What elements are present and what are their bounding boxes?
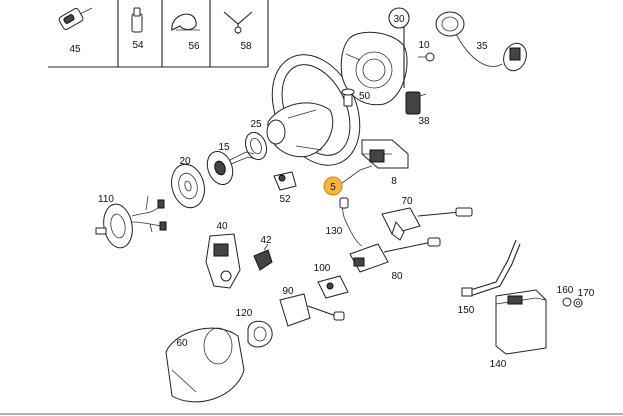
steering-wheel (266, 54, 361, 166)
callout-130: 130 (326, 226, 343, 237)
part-58-label: 58 (240, 41, 252, 52)
sensor-42 (253, 243, 273, 271)
gear-20 (171, 163, 205, 209)
clock-spring-base-110 (95, 195, 167, 249)
column-cover-60 (165, 327, 245, 403)
switch-90 (279, 293, 345, 327)
switch-52 (273, 171, 297, 191)
callout-120: 120 (236, 308, 253, 319)
callout-35: 35 (476, 41, 488, 52)
callout-42: 42 (260, 235, 272, 246)
callout-52: 52 (279, 194, 291, 205)
callout-170: 170 (578, 288, 595, 299)
callout-8: 8 (391, 176, 397, 187)
callout-140: 140 (490, 359, 507, 370)
part-54-sleeve-icon (131, 7, 143, 33)
connector-130 (339, 197, 363, 247)
clock-spring-35 (435, 11, 527, 72)
callout-5-highlight (323, 176, 343, 196)
callout-60: 60 (176, 338, 188, 349)
part-58-bracket-icon (223, 11, 253, 34)
callout-70: 70 (401, 196, 413, 207)
part-45-plug-icon (58, 7, 93, 30)
control-module-140 (495, 289, 547, 355)
ring-120 (247, 320, 273, 348)
callout-40: 40 (216, 221, 228, 232)
airbag-module (340, 31, 408, 106)
callout-90: 90 (282, 286, 294, 297)
callout-100: 100 (314, 263, 331, 274)
small-parts-legend: 45 54 56 58 (48, 0, 269, 68)
callout-110: 110 (98, 194, 114, 205)
part-56-label: 56 (188, 41, 200, 52)
callout-15: 15 (218, 142, 230, 153)
switch-80 (349, 237, 441, 273)
nut-170 (573, 298, 583, 308)
part-54-label: 54 (132, 40, 144, 51)
steering-lock-40 (205, 233, 241, 289)
part-45-label: 45 (69, 44, 81, 55)
contact-ring-15 (206, 151, 257, 185)
callout-150: 150 (458, 305, 475, 316)
callout-30: 30 (393, 14, 405, 25)
callout-20: 20 (179, 156, 191, 167)
switch-100 (317, 275, 349, 299)
control-unit-8 (361, 139, 409, 169)
screw-10 (418, 52, 435, 62)
callout-5: 5 (330, 182, 336, 193)
callout-80: 80 (391, 271, 403, 282)
callout-10: 10 (418, 40, 430, 51)
callout-160: 160 (557, 285, 574, 296)
part-56-clip-icon (171, 13, 200, 31)
washer-160 (562, 297, 572, 307)
connector-38 (405, 91, 427, 115)
callout-38: 38 (418, 116, 430, 127)
combination-switch-70 (381, 207, 473, 241)
callout-25: 25 (250, 119, 262, 130)
callout-50: 50 (359, 91, 371, 102)
bracket-150 (461, 239, 521, 297)
screw-50 (341, 88, 355, 107)
